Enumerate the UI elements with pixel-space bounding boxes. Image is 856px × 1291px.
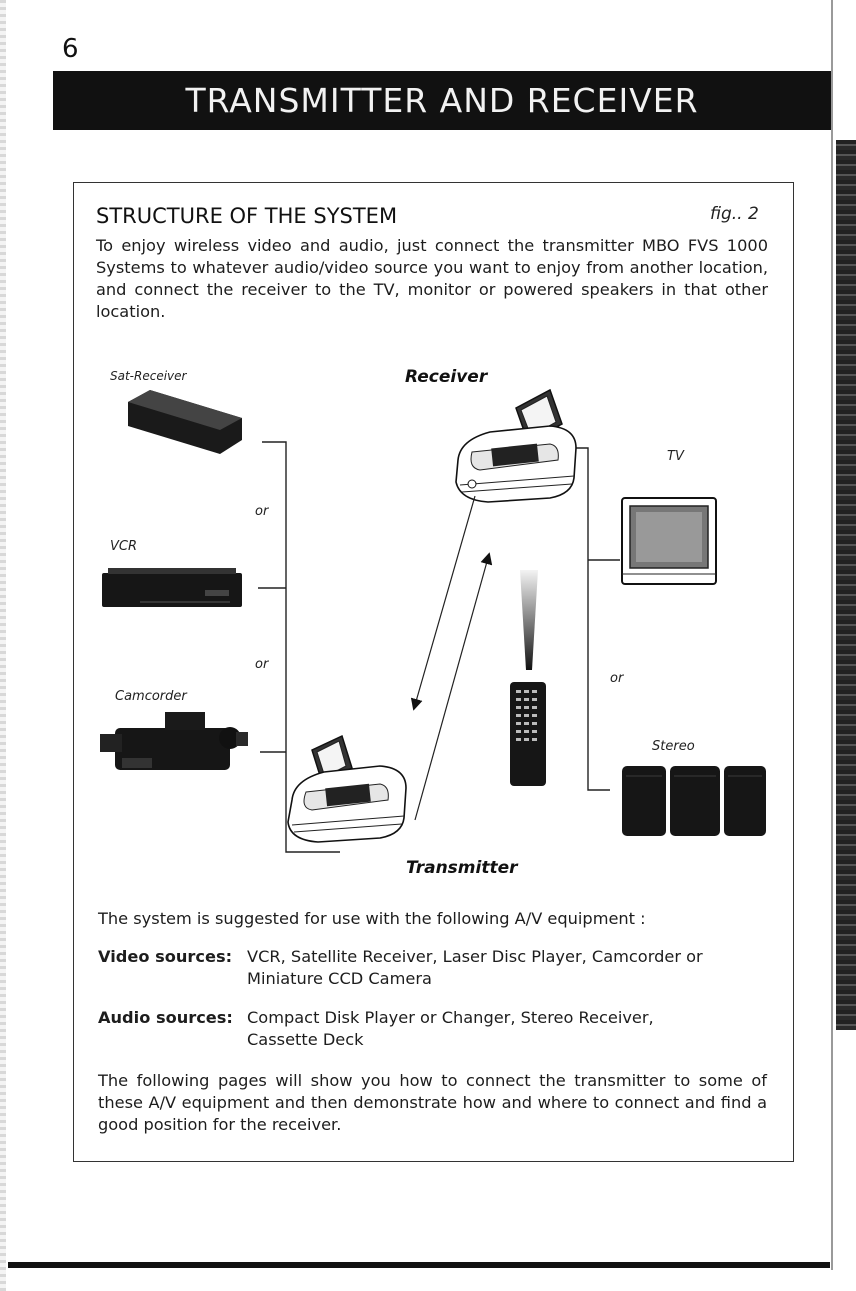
video-sources-label: Video sources: xyxy=(98,947,233,966)
page-binding-edge xyxy=(0,0,6,1291)
audio-sources-value: Compact Disk Player or Changer, Stereo R… xyxy=(247,1008,654,1049)
section-title: STRUCTURE OF THE SYSTEM xyxy=(96,204,398,228)
receiver-unit-icon xyxy=(455,388,577,503)
closing-paragraph: The following pages will show you how to… xyxy=(98,1071,767,1134)
transmitter-unit-icon xyxy=(287,734,407,843)
source-connection-lines xyxy=(258,441,340,853)
label-vcr: VCR xyxy=(110,539,137,554)
page-title-bar: TRANSMITTER AND RECEIVER xyxy=(53,71,831,130)
remote-control-icon xyxy=(510,570,546,786)
output-connection-lines xyxy=(568,447,620,791)
equipment-intro: The system is suggested for use with the… xyxy=(98,909,646,928)
tv-icon xyxy=(621,497,717,585)
label-or-2: or xyxy=(255,657,270,672)
system-diagram: Sat-Receiver VCR Camcorder Receiver Tran… xyxy=(100,367,766,878)
stereo-icon xyxy=(622,766,766,836)
label-or-3: or xyxy=(610,671,625,686)
section-thumb-tab xyxy=(836,140,856,1030)
audio-sources-label: Audio sources: xyxy=(98,1008,233,1027)
label-sat-receiver: Sat-Receiver xyxy=(110,369,188,383)
sat-receiver-icon xyxy=(128,390,242,454)
label-or-1: or xyxy=(255,504,270,519)
intro-paragraph: To enjoy wireless video and audio, just … xyxy=(96,236,768,321)
label-receiver: Receiver xyxy=(405,367,489,387)
page-number: 6 xyxy=(62,34,79,64)
bottom-rule xyxy=(8,1262,830,1268)
camcorder-icon xyxy=(100,712,248,770)
page-title: TRANSMITTER AND RECEIVER xyxy=(185,81,699,120)
label-tv: TV xyxy=(667,449,685,464)
label-transmitter: Transmitter xyxy=(406,858,519,878)
wireless-link-arrows xyxy=(410,495,493,821)
page-right-edge xyxy=(831,0,833,1270)
vcr-icon xyxy=(102,568,242,607)
label-stereo: Stereo xyxy=(652,739,695,754)
figure-frame xyxy=(73,182,794,1162)
figure-reference: fig.. 2 xyxy=(710,204,759,224)
label-camcorder: Camcorder xyxy=(115,689,188,704)
video-sources-value: VCR, Satellite Receiver, Laser Disc Play… xyxy=(247,947,703,988)
